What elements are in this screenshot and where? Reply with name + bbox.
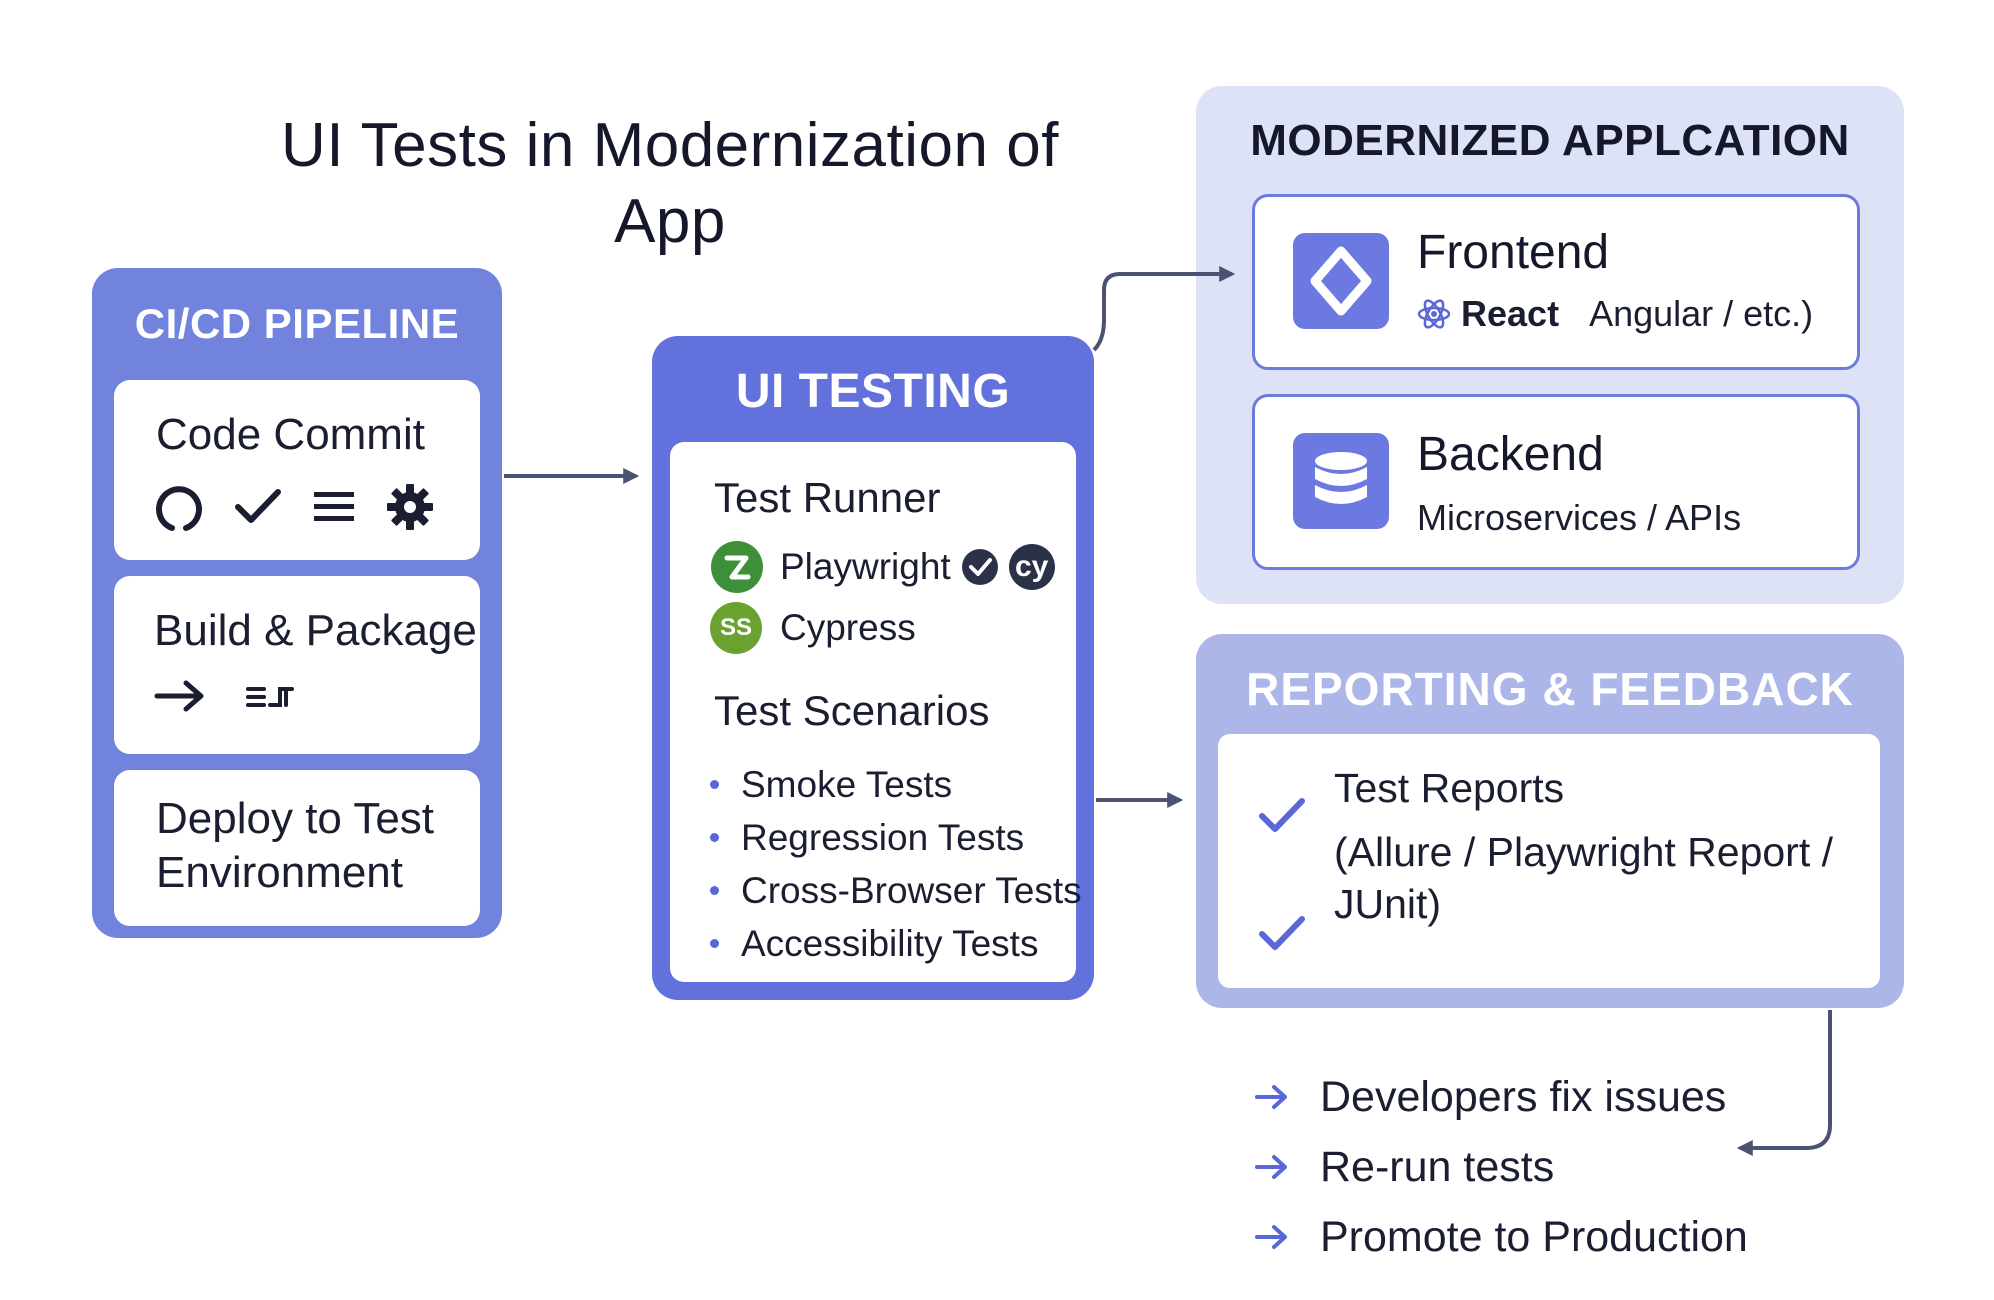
frontend-logo-icon [1293, 233, 1389, 329]
step-label: Promote to Production [1320, 1212, 1748, 1261]
diagram-title: UI Tests in Modernization of App [281, 111, 1059, 256]
cypress-row: SS Cypress [710, 602, 916, 654]
step-label: Developers fix issues [1320, 1072, 1727, 1121]
verified-check-icon [961, 549, 998, 585]
react-icon [1417, 299, 1451, 329]
ui-testing-title: UI TESTING [735, 365, 1011, 418]
cicd-pipeline-panel: CI/CD PIPELINE Code Commit [92, 268, 502, 938]
backend-title: Backend [1417, 428, 1604, 481]
test-reports-card: Test Reports (Allure / Playwright Report… [1218, 734, 1880, 988]
playwright-label: Playwright [780, 546, 951, 587]
build-package-icons [154, 678, 296, 714]
playwright-logo-icon [711, 541, 763, 593]
build-icon [246, 687, 294, 707]
deploy-label-line2: Environment [156, 848, 404, 897]
database-icon [1293, 433, 1389, 529]
arrow-right-icon [1255, 1225, 1287, 1249]
reporting-feedback-title: REPORTING & FEEDBACK [1246, 663, 1854, 715]
list-item: Developers fix issues [1254, 1062, 1748, 1132]
build-package-label: Build & Package [154, 606, 477, 655]
build-package-card: Build & Package [114, 576, 480, 754]
bullet-icon [710, 886, 719, 895]
report-tools-line2: JUnit) [1334, 881, 1442, 927]
deploy-label-line1: Deploy to Test [156, 794, 435, 843]
list-item: Re-run tests [1254, 1132, 1748, 1202]
cypress-logo-icon: SS [710, 602, 762, 654]
list-item: Smoke Tests [710, 758, 1082, 811]
list-item: Promote to Production [1254, 1202, 1748, 1272]
report-tools-line1: (Allure / Playwright Report / [1334, 829, 1834, 875]
check-icon [1259, 916, 1305, 950]
code-commit-card: Code Commit [114, 380, 480, 560]
cicd-pipeline-title: CI/CD PIPELINE [134, 300, 460, 347]
scenario-label: Regression Tests [741, 816, 1025, 858]
scenario-label: Smoke Tests [741, 763, 953, 805]
code-commit-icons [154, 480, 434, 534]
bullet-icon [710, 939, 719, 948]
git-circle-icon [156, 486, 202, 531]
reporting-feedback-loop-arrow [1736, 1010, 1832, 1156]
ui-testing-to-frontend-arrow [1092, 266, 1236, 352]
list-item: Accessibility Tests [710, 917, 1082, 970]
playwright-row: Playwright cy [710, 540, 1055, 594]
cypress-logo-text: SS [719, 614, 752, 641]
frontend-card: Frontend React Angular / etc.) [1252, 194, 1860, 370]
list-item: Regression Tests [710, 811, 1082, 864]
modernized-application-panel: MODERNIZED APPLCATION Frontend React Ang… [1196, 86, 1904, 604]
cypress-cy-badge-icon: cy [1008, 544, 1055, 590]
frontend-subtitle: React Angular / etc.) [1417, 293, 1813, 335]
backend-subtitle: Microservices / APIs [1417, 497, 1742, 538]
ui-testing-card: Test Runner Playwright cy SS Cypress Tes… [670, 442, 1082, 982]
modernized-application-title: MODERNIZED APPLCATION [1250, 116, 1850, 165]
backend-card: Backend Microservices / APIs [1252, 394, 1860, 570]
cypress-cy-badge-text: cy [1015, 550, 1049, 583]
test-reports-label: Test Reports [1334, 765, 1565, 811]
react-label: React [1461, 293, 1560, 334]
bullet-icon [710, 833, 719, 842]
code-commit-label: Code Commit [156, 410, 425, 459]
frontend-title: Frontend [1417, 226, 1610, 279]
test-runner-heading: Test Runner [714, 474, 941, 521]
reporting-feedback-panel: REPORTING & FEEDBACK Test Reports (Allur… [1196, 634, 1904, 1008]
test-scenarios-list: Smoke Tests Regression Tests Cross-Brows… [710, 758, 1082, 970]
deploy-card: Deploy to Test Environment [114, 770, 480, 926]
check-icon [235, 489, 281, 523]
arrow-right-icon [1255, 1085, 1287, 1109]
list-icon [314, 492, 354, 521]
angular-label: Angular / etc.) [1589, 293, 1814, 334]
step-label: Re-run tests [1320, 1142, 1555, 1191]
ui-testing-panel: UI TESTING Test Runner Playwright cy SS … [652, 336, 1094, 1000]
list-item: Cross-Browser Tests [710, 864, 1082, 917]
check-icon [1259, 798, 1305, 832]
cypress-label: Cypress [780, 607, 916, 648]
arrow-right-icon [1255, 1155, 1287, 1179]
gear-icon [387, 484, 433, 530]
bullet-icon [710, 780, 719, 789]
scenario-label: Accessibility Tests [741, 922, 1039, 964]
scenario-label: Cross-Browser Tests [741, 869, 1082, 911]
next-steps-list: Developers fix issues Re-run tests Promo… [1254, 1062, 1748, 1272]
test-scenarios-heading: Test Scenarios [714, 687, 990, 734]
arrow-right-icon [154, 680, 204, 712]
